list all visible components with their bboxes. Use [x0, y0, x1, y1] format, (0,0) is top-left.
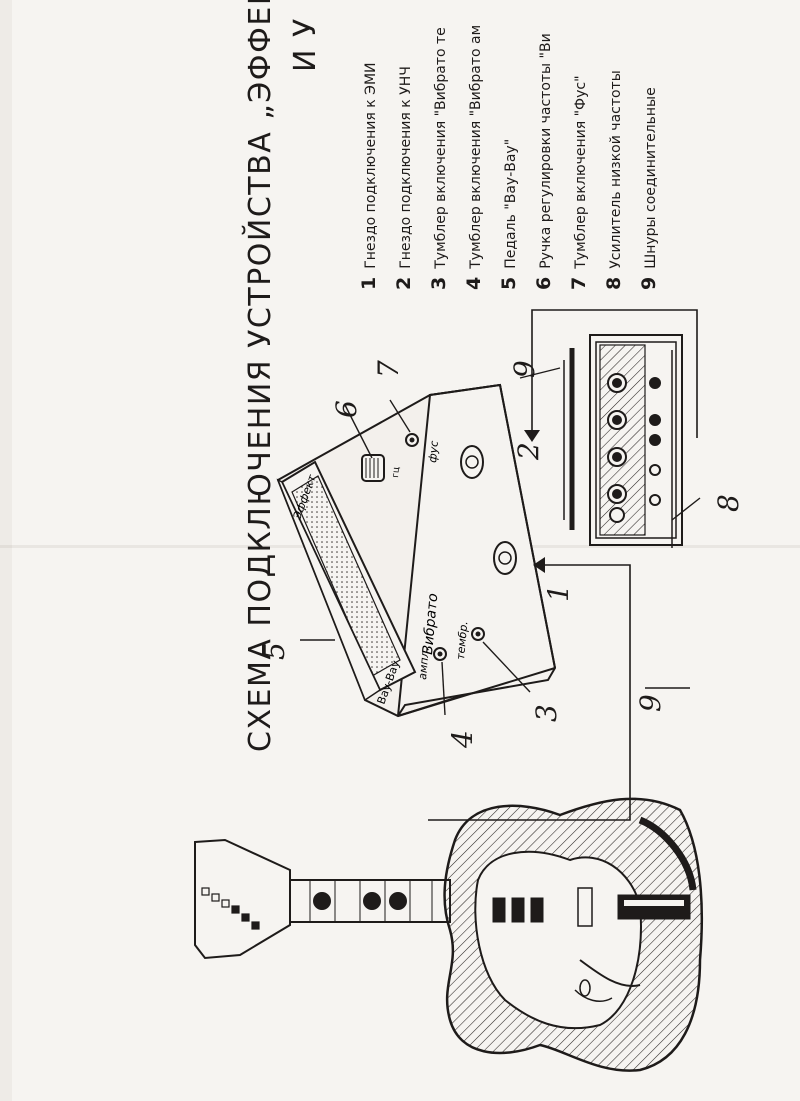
paper-edge-shadow: [0, 0, 12, 1101]
jack-emi: [493, 541, 517, 575]
callout-4: 4: [446, 730, 479, 748]
ampl-label: ампл.: [416, 646, 432, 680]
amp-knobs: [607, 373, 661, 523]
fuzz-toggle: [405, 433, 419, 447]
callout-9-guitar-cable: 9: [634, 694, 667, 712]
callout-5: 5: [258, 642, 291, 660]
callout-2: 2: [512, 442, 545, 460]
fuzz-label: фус: [426, 440, 441, 463]
vibrato-ampl-toggle: [433, 647, 447, 661]
tembr-label: тембр.: [454, 621, 470, 661]
callout-7: 7: [372, 360, 405, 378]
vibrato-tembr-toggle: [471, 627, 485, 641]
amplifier: [563, 334, 683, 548]
effect-device: [276, 383, 557, 718]
callout-3: 3: [530, 704, 563, 722]
callout-6: 6: [330, 400, 363, 418]
guitar: [194, 797, 704, 1072]
hz-label: гц: [391, 467, 402, 479]
callout-8: 8: [712, 494, 745, 512]
callout-9-device-amp: 9: [508, 360, 541, 378]
frequency-knob: [361, 454, 385, 482]
vibrato-label: Вибрато: [420, 593, 441, 656]
jack-unch: [460, 445, 484, 479]
callout-1: 1: [542, 584, 575, 602]
cables: [428, 309, 698, 821]
leader-lines: [300, 367, 701, 716]
